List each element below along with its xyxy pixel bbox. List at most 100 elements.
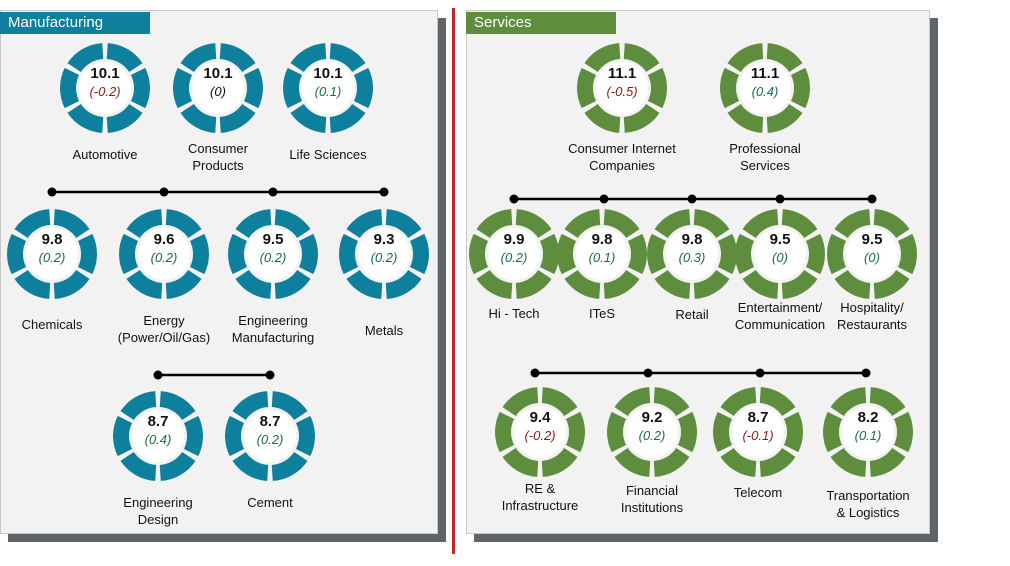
sector-label: Retail	[617, 306, 767, 323]
ring-center	[488, 228, 540, 280]
ring-segment	[271, 391, 308, 420]
ring-segment	[339, 233, 359, 275]
sector-label: Automotive	[30, 146, 180, 163]
sector-label-line: Institutions	[620, 500, 684, 515]
ring-segment	[623, 43, 660, 72]
score-value: 8.7	[259, 413, 281, 430]
manufacturing-connector-dot	[379, 187, 389, 197]
score-change: (0.4)	[751, 84, 779, 99]
ring-center	[732, 406, 784, 458]
ring-center	[302, 62, 354, 114]
ring-segment	[693, 270, 730, 299]
sector-label-line: Transportation	[826, 488, 910, 503]
score-ring: 9.3(0.2)	[338, 208, 430, 300]
ring-segment	[130, 67, 150, 109]
ring-center	[842, 406, 894, 458]
services-connector-dot	[509, 194, 519, 204]
ring-segment	[232, 452, 269, 481]
services-header: Services	[466, 12, 616, 34]
services-connector-dot	[530, 368, 540, 378]
ring-segment	[781, 209, 818, 238]
ring-segment	[228, 233, 248, 275]
ring-segment	[603, 209, 640, 238]
sector-label-line: Engineering	[123, 495, 193, 510]
score-change: (0)	[772, 250, 788, 265]
sector-label-line: Financial	[625, 483, 679, 498]
score-change: (0.2)	[500, 250, 528, 265]
ring-segment	[385, 270, 422, 299]
sector-label-line: Design	[137, 512, 179, 527]
sector-label-line: Metals	[364, 323, 404, 338]
score-ring: 8.7(0.4)	[112, 390, 204, 482]
ring-segment	[539, 233, 559, 275]
ring-segment	[607, 411, 627, 453]
sector-label-line: Consumer	[188, 141, 248, 156]
ring-segment	[106, 43, 143, 72]
manufacturing-connector-dot	[47, 187, 57, 197]
ring-segment	[893, 411, 913, 453]
ring-segment	[564, 270, 601, 299]
score-change: (0)	[210, 84, 226, 99]
manufacturing-header: Manufacturing	[0, 12, 150, 34]
score-change: (0.2)	[638, 428, 666, 443]
sector-label-line: Automotive	[72, 147, 138, 162]
score-value: 9.5	[861, 231, 883, 248]
ring-segment	[869, 387, 906, 416]
score-change: (0.1)	[588, 250, 616, 265]
ring-segment	[126, 209, 163, 238]
sector-label-line: Chemicals	[21, 317, 83, 332]
score-ring: 11.1(0.4)	[719, 42, 811, 134]
ring-segment	[283, 67, 303, 109]
ring-center	[666, 228, 718, 280]
score-change: (0.2)	[256, 432, 284, 447]
ring-segment	[159, 452, 196, 481]
score-value: 9.8	[681, 231, 703, 248]
score-change: (0.1)	[314, 84, 342, 99]
ring-segment	[159, 391, 196, 420]
services-connector-dot	[867, 194, 877, 204]
ring-segment	[693, 209, 730, 238]
ring-segment	[541, 448, 578, 477]
ring-segment	[14, 270, 51, 299]
ring-segment	[476, 270, 513, 299]
score-change: (-0.2)	[524, 428, 556, 443]
ring-segment	[243, 67, 263, 109]
score-value: 9.4	[529, 409, 551, 426]
ring-center	[739, 62, 791, 114]
ring-segment	[790, 67, 810, 109]
sector-label-line: Consumer Internet	[568, 141, 676, 156]
ring-center	[192, 62, 244, 114]
score-value: 9.2	[641, 409, 663, 426]
ring-segment	[189, 233, 209, 275]
ring-segment	[834, 270, 871, 299]
score-value: 10.1	[313, 65, 343, 82]
ring-segment	[614, 448, 651, 477]
section-divider	[452, 8, 455, 554]
sector-label: Chemicals	[0, 316, 127, 333]
ring-segment	[653, 387, 690, 416]
ring-segment	[118, 233, 139, 275]
score-change: (-0.5)	[606, 84, 638, 99]
sector-label-line: Hospitality/	[840, 300, 904, 315]
ring-segment	[353, 67, 373, 109]
sector-label-line: RE &	[524, 481, 556, 496]
ring-segment	[219, 104, 256, 133]
ring-segment	[14, 209, 51, 238]
ring-segment	[219, 43, 256, 72]
ring-segment	[180, 43, 217, 72]
score-ring: 8.2(0.1)	[822, 386, 914, 478]
score-ring: 9.4 (-0.2)	[494, 386, 586, 478]
score-value: 9.9	[503, 231, 525, 248]
score-value: 9.5	[769, 231, 791, 248]
ring-segment	[759, 387, 796, 416]
ring-segment	[873, 270, 910, 299]
ring-segment	[827, 233, 847, 275]
ring-segment	[557, 233, 577, 275]
ring-segment	[59, 67, 80, 109]
ring-segment	[614, 387, 651, 416]
ring-segment	[274, 209, 311, 238]
ring-segment	[409, 233, 429, 275]
